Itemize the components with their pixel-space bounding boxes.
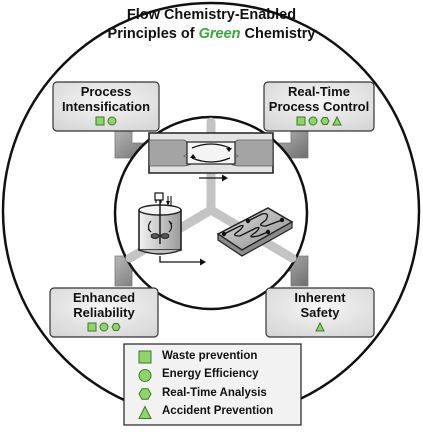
symbols-process-intensification <box>95 116 117 126</box>
symbols-enhanced-reliability <box>87 322 121 332</box>
title-suffix: Chemistry <box>240 26 316 42</box>
circle-icon <box>138 369 152 382</box>
circle-icon <box>107 116 117 126</box>
square-icon <box>87 322 97 332</box>
circle-icon <box>308 116 318 126</box>
label-line-2: Process Control <box>268 98 370 114</box>
hexagon-icon <box>138 388 152 400</box>
square-icon <box>95 116 105 126</box>
symbols-real-time-process-control <box>296 115 342 126</box>
box-inherent-safety <box>265 287 375 338</box>
legend-label-energy-efficiency: Energy Efficiency <box>162 368 259 380</box>
label-real-time-process-control: Real-Time Process Control <box>264 84 374 115</box>
title-line-2: Principles of Green Chemistry <box>40 26 383 43</box>
title-line-1: Flow Chemistry-Enabled <box>126 7 297 23</box>
microreactor-chip-icon <box>216 207 294 257</box>
legend-label-accident-prevention: Accident Prevention <box>162 405 274 417</box>
label-enhanced-reliability: Enhanced Reliability <box>50 290 158 321</box>
label-inherent-safety: Inherent Safety <box>266 290 374 321</box>
label-line-1: Process <box>80 84 132 99</box>
circle-icon <box>99 322 109 332</box>
box-real-time-process-control <box>263 81 375 132</box>
box-process-intensification <box>52 81 160 132</box>
triangle-icon <box>315 321 325 332</box>
legend-box <box>123 343 302 426</box>
legend-label-real-time-analysis: Real-Time Analysis <box>162 387 267 399</box>
title-highlight: Green <box>198 26 241 42</box>
box-enhanced-reliability <box>49 287 159 338</box>
legend-label-waste-prevention: Waste prevention <box>162 350 258 362</box>
label-line-1: Enhanced <box>72 290 136 305</box>
symbols-inherent-safety <box>315 321 325 332</box>
triangle-icon <box>332 115 342 126</box>
hexagon-icon <box>320 117 330 125</box>
triangle-icon <box>138 405 152 419</box>
label-line-2: Safety <box>300 304 340 320</box>
square-icon <box>296 116 306 126</box>
batch-reactor-icon <box>138 192 206 266</box>
label-process-intensification: Process Intensification <box>53 84 159 115</box>
flow-tube-icon <box>148 132 274 182</box>
label-line-1: Inherent <box>294 290 346 305</box>
title-prefix: Principles of <box>107 26 199 42</box>
label-line-2: Reliability <box>73 304 135 320</box>
label-line-2: Intensification <box>61 98 151 114</box>
legend-symbols <box>138 350 152 419</box>
hexagon-icon <box>111 323 121 331</box>
label-line-1: Real-Time <box>288 84 350 99</box>
square-icon <box>138 350 152 364</box>
